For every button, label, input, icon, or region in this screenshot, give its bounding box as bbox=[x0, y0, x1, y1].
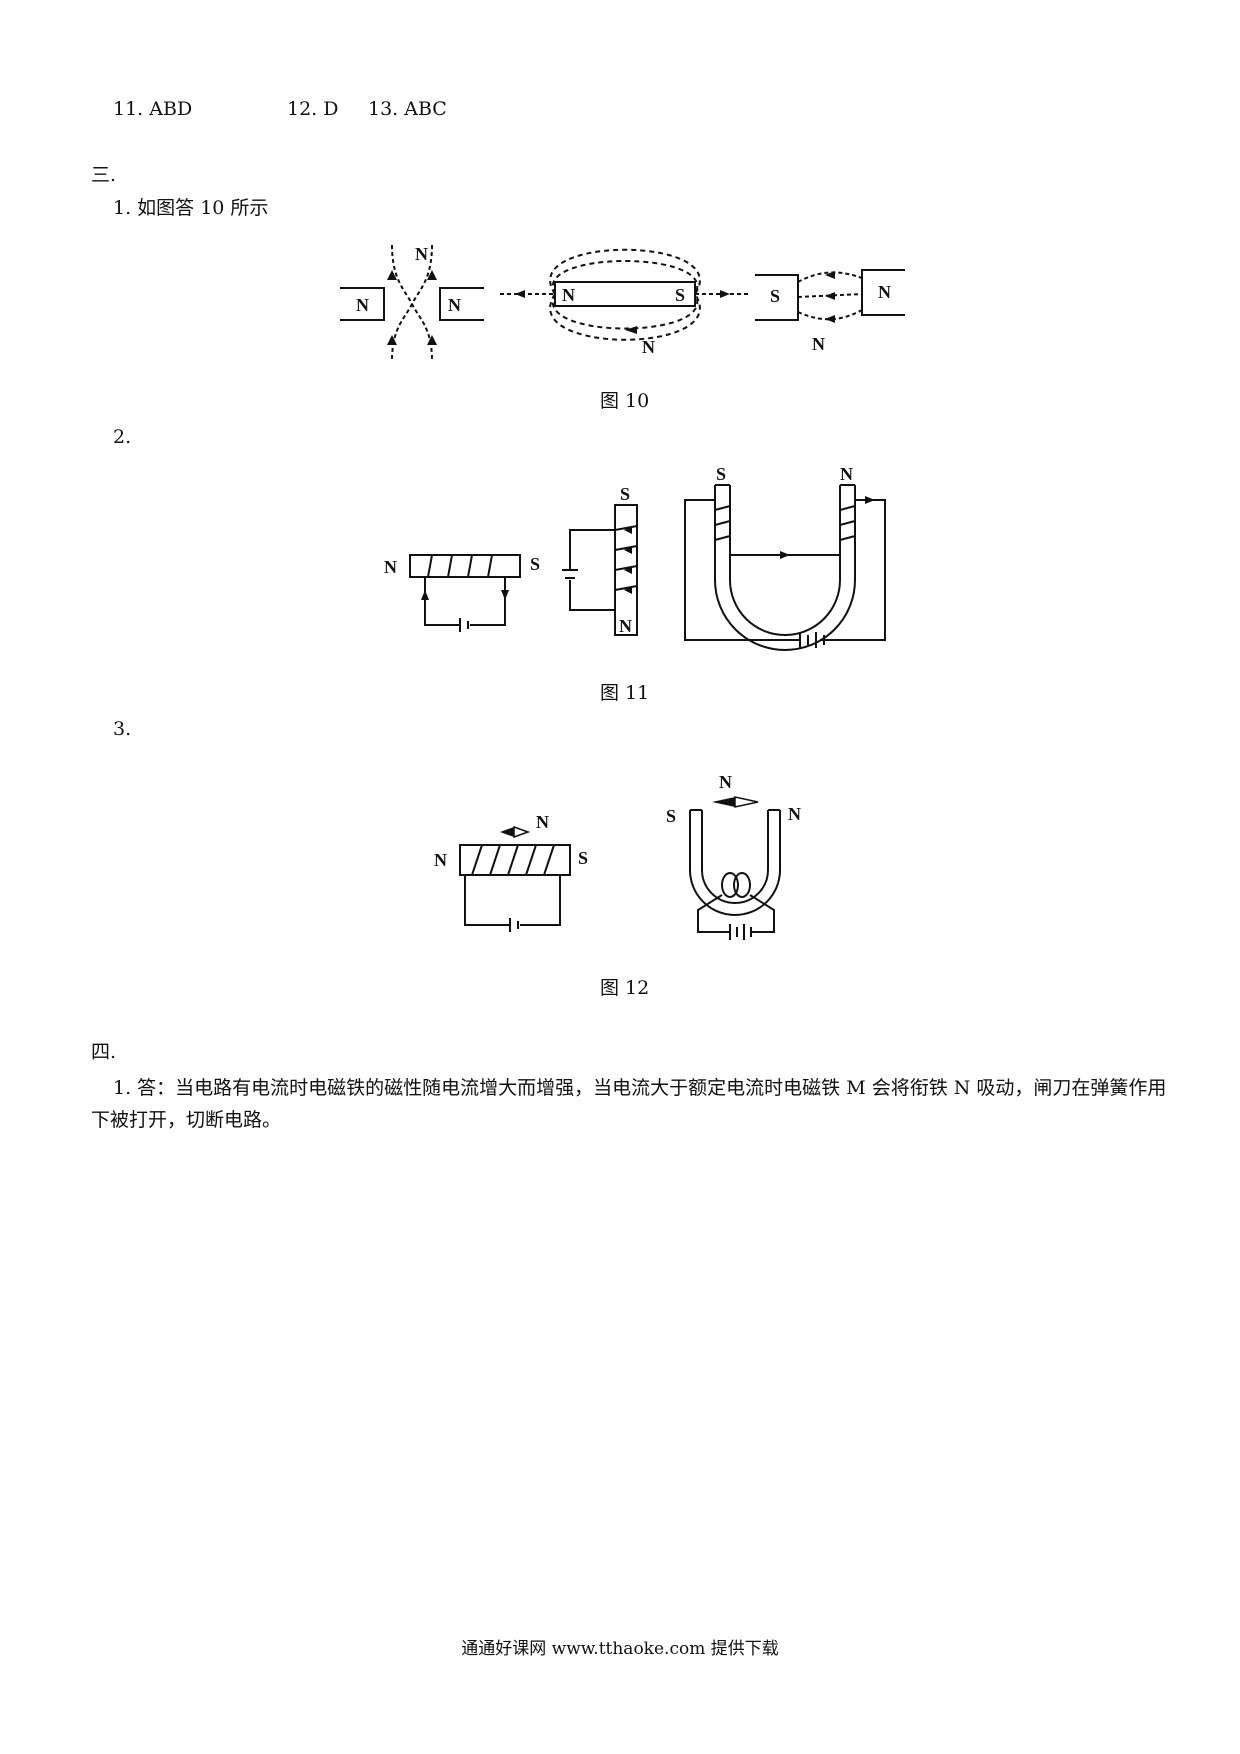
fig10-label-s1: S bbox=[675, 285, 685, 305]
figure-12-caption: 图 12 bbox=[600, 977, 650, 999]
answer-11: 11. ABD bbox=[113, 98, 193, 120]
figure-11-caption: 图 11 bbox=[600, 682, 650, 704]
fig11-label-n1: N bbox=[384, 557, 397, 577]
page-footer: 通通好课网 www.tthaoke.com 提供下载 bbox=[461, 1639, 779, 1659]
section-3-item-3: 3. bbox=[113, 718, 132, 740]
fig10-label-n6: N bbox=[878, 282, 891, 302]
fig12-label-s1: S bbox=[578, 848, 588, 868]
fig12-label-n2: N bbox=[434, 850, 447, 870]
figure-10: N N N N S N S N N bbox=[340, 244, 905, 361]
figure-11: N S S N S N bbox=[384, 464, 886, 651]
fig10-label-s2: S bbox=[770, 286, 780, 306]
section-3-item-2: 2. bbox=[113, 426, 132, 448]
answer-12: 12. D bbox=[287, 98, 339, 120]
section-4-heading: 四. bbox=[91, 1041, 117, 1063]
section-4-item-1: 1. 答：当电路有电流时电磁铁的磁性随电流增大而增强，当电流大于额定电流时电磁铁… bbox=[91, 1077, 1167, 1131]
fig10-label-n5: N bbox=[642, 337, 655, 357]
answer-13: 13. ABC bbox=[368, 98, 447, 120]
fig11-label-n3: N bbox=[840, 464, 853, 484]
fig10-label-n4: N bbox=[562, 285, 575, 305]
fig11-label-s3: S bbox=[716, 464, 726, 484]
fig10-label-n3: N bbox=[415, 244, 428, 264]
section-3-item-1: 1. 如图答 10 所示 bbox=[113, 197, 269, 219]
fig12-label-s2: S bbox=[666, 806, 676, 826]
fig10-label-n1: N bbox=[356, 295, 369, 315]
section-3-heading: 三. bbox=[91, 164, 117, 186]
fig12-label-n4: N bbox=[788, 804, 801, 824]
fig11-label-n2: N bbox=[619, 616, 632, 636]
figure-12: N N S N S N bbox=[434, 772, 801, 940]
fig10-label-n7: N bbox=[812, 334, 825, 354]
fig11-label-s2: S bbox=[620, 484, 630, 504]
fig10-label-n2: N bbox=[448, 295, 461, 315]
figure-10-caption: 图 10 bbox=[600, 390, 650, 412]
fig11-label-s1: S bbox=[530, 554, 540, 574]
fig12-label-n1: N bbox=[536, 812, 549, 832]
fig12-label-n3: N bbox=[719, 772, 732, 792]
